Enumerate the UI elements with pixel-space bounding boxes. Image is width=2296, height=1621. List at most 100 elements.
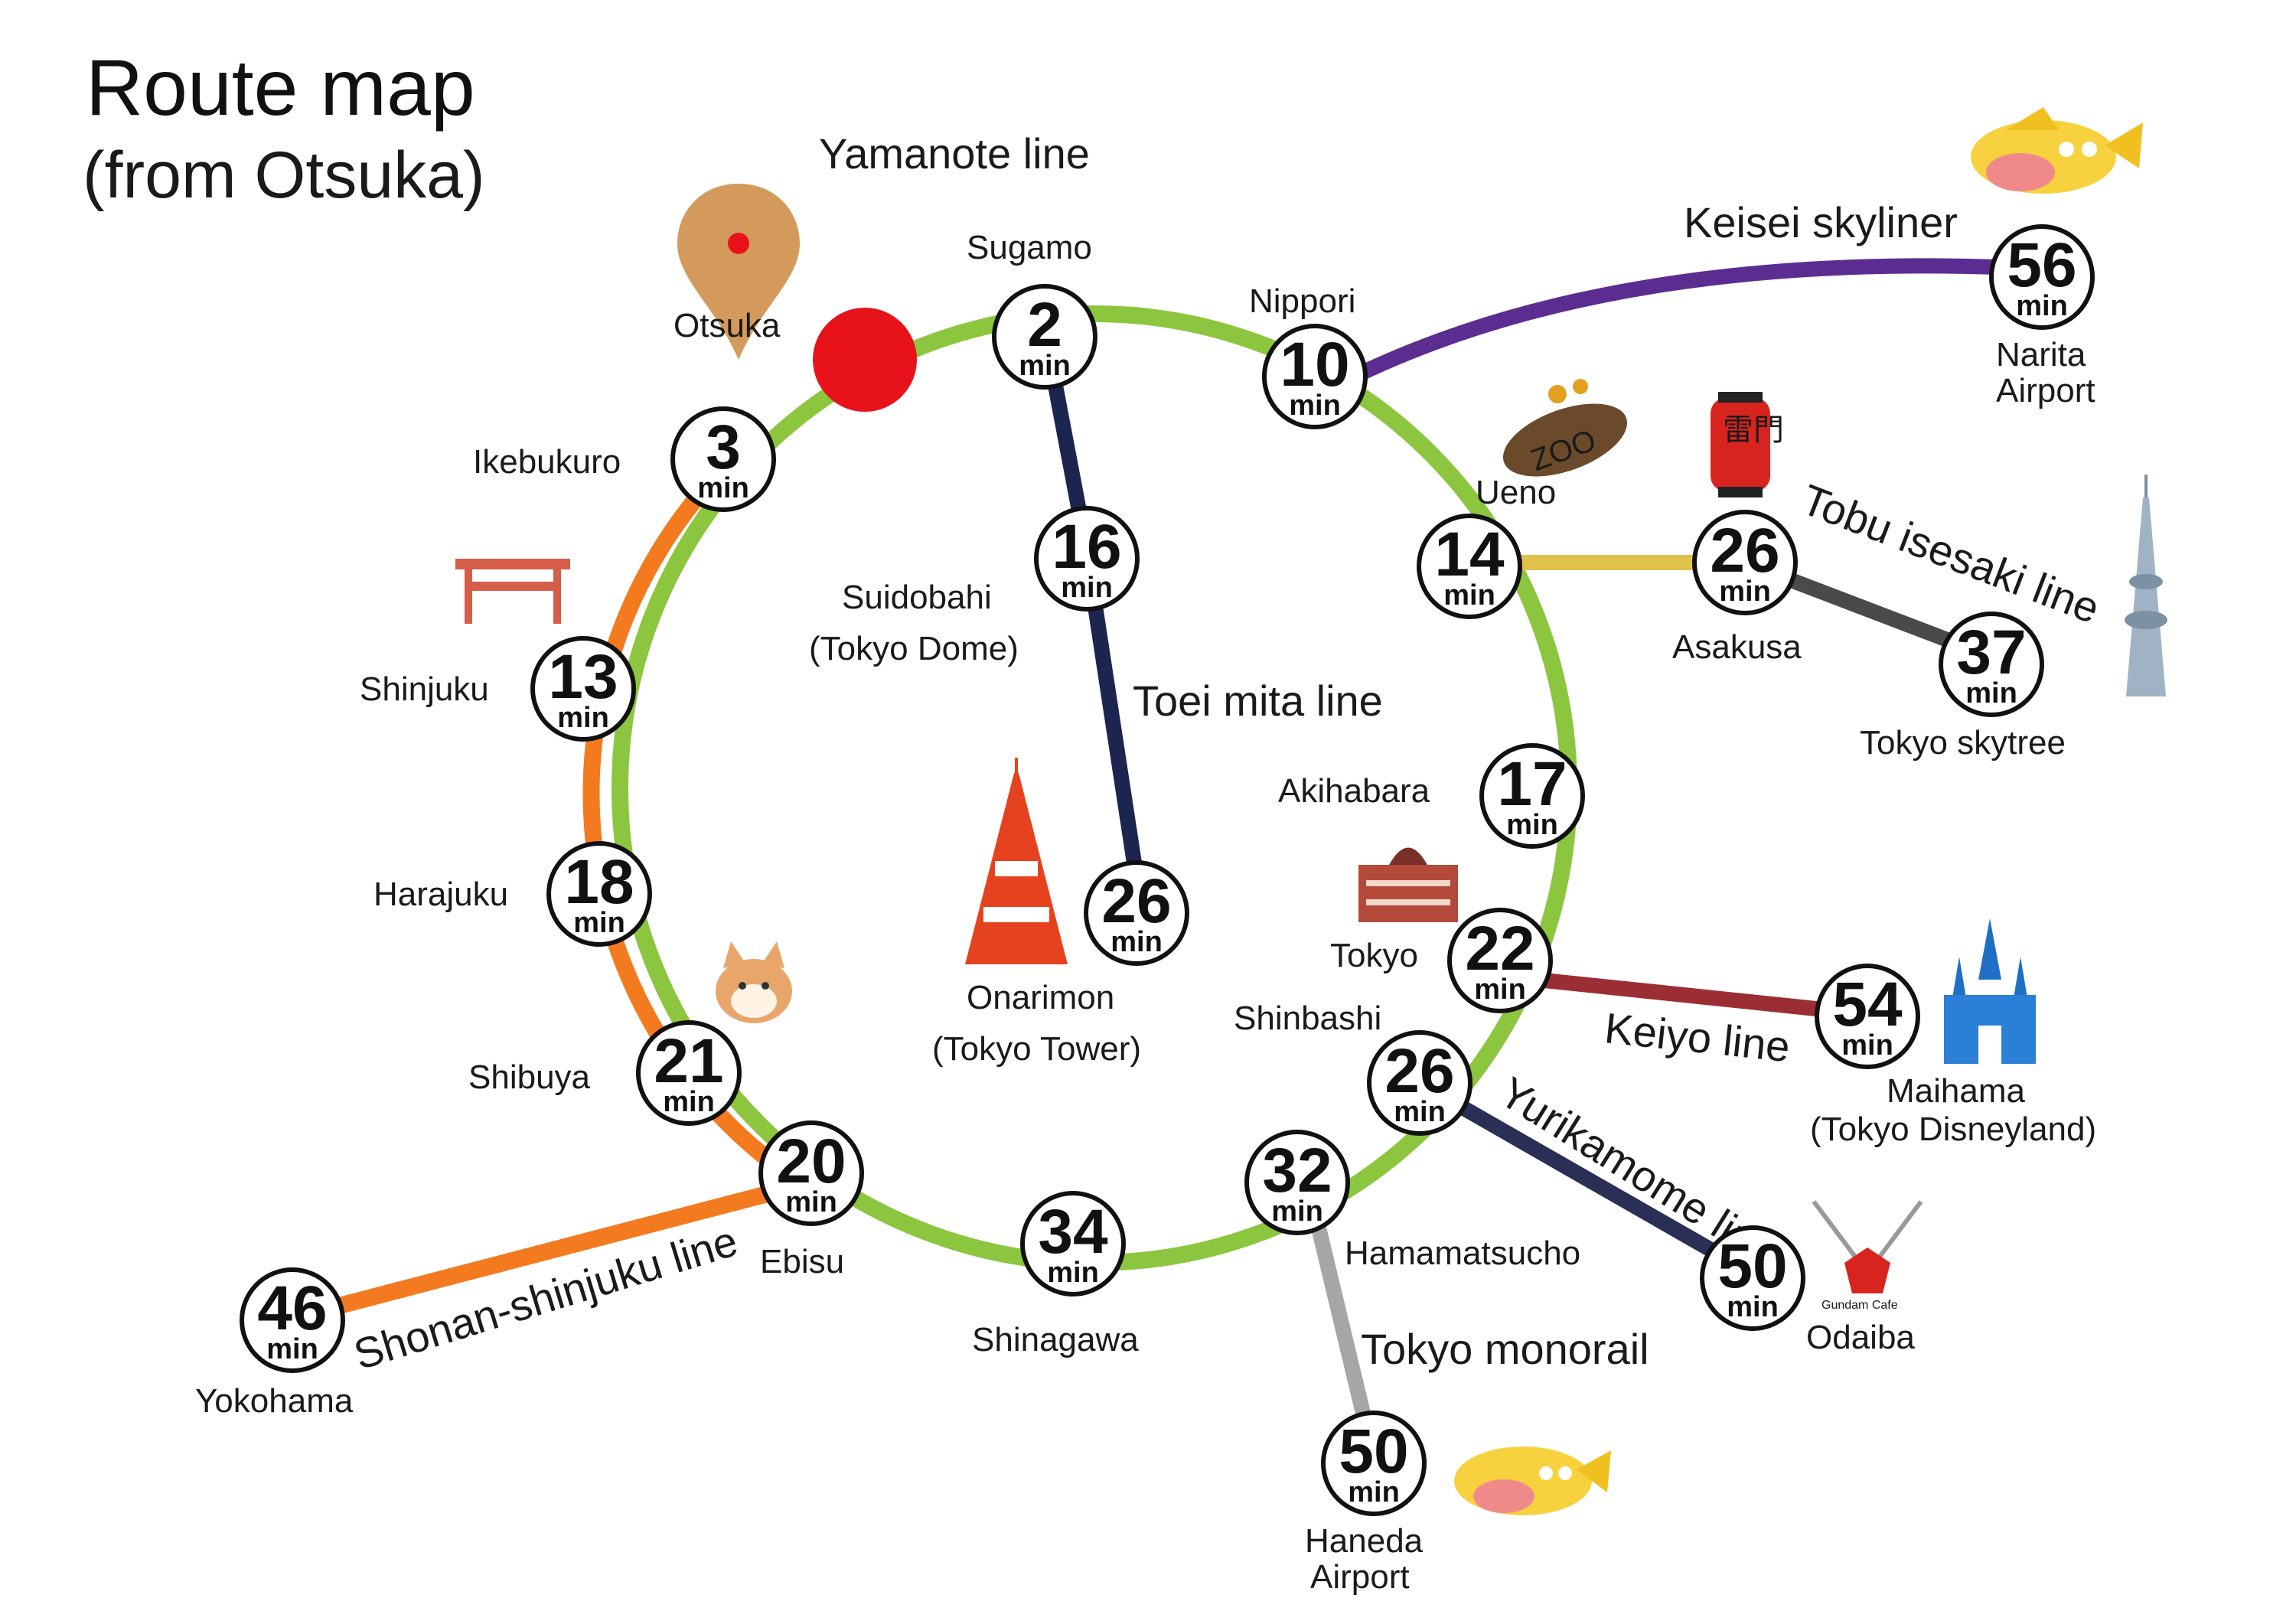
station-name-yokohama: Yokohama [195,1382,354,1420]
station-name-harajuku: Harajuku [373,876,508,913]
keisei-skyliner-line [1316,258,2059,400]
badge-unit: min [1061,572,1113,604]
badge-minutes: 56 [2007,230,2076,300]
badge-ring [1989,224,2095,330]
tobu-isesaki-label: Tobu isesaki line [1795,475,2106,632]
badge-unit: min [1047,1257,1099,1289]
badge-unit: min [1474,974,1526,1006]
badge-minutes: 14 [1434,520,1505,589]
badge-minutes: 46 [257,1274,327,1343]
station-name-haneda: Haneda [1305,1522,1424,1560]
station-name-ueno: Ueno [1476,474,1556,511]
badge-ring [992,284,1097,390]
badge-unit: min [663,1086,715,1118]
station-name-ikebukuro: Ikebukuro [473,443,621,481]
keiyo-line [1499,968,1869,1022]
badge-ring [1692,510,1798,615]
badge-minutes: 26 [1710,516,1779,585]
station-name-akihabara: Akihabara [1278,772,1430,810]
keisei-skyliner-label: Keisei skyliner [1684,198,1958,246]
station-name-suidobashi: Suidobahi [842,579,992,616]
badge-ring [1417,514,1522,619]
map-pin-dot [728,233,749,254]
badge-minutes: 34 [1038,1197,1108,1267]
badge-unit: min [2016,290,2068,322]
badge-minutes: 32 [1262,1136,1332,1205]
badge-ring [1244,1130,1350,1235]
badge-unit: min [697,472,749,504]
badge-unit: min [1841,1029,1893,1062]
station-name-onarimon-sub: (Tokyo Tower) [932,1030,1141,1068]
tokyo-station-icon [1358,847,1458,922]
badge-unit: min [1443,579,1495,612]
dog-icon [716,941,792,1023]
yamanote-line-label: Yamanote line [819,129,1090,178]
badge-ring [1815,964,1920,1069]
skytree-icon [2125,475,2167,696]
badge-unit: min [266,1333,318,1365]
page-subtitle: (from Otsuka) [83,139,485,212]
badge-minutes: 37 [1956,618,2026,687]
station-name-onarimon: Onarimon [967,979,1114,1016]
badge-unit: min [1289,390,1341,422]
station-name-nippori: Nippori [1249,282,1355,320]
badge-unit: min [1506,809,1558,841]
badge-ring [1084,860,1189,966]
badge-ring [1321,1411,1427,1516]
badge-unit: min [1271,1195,1323,1228]
origin-otsuka[interactable]: Otsuka [673,184,917,412]
station-name-sugamo: Sugamo [967,229,1092,266]
shonan-shinjuku-line-yokohama [284,1174,820,1326]
castle-icon [1944,918,2036,1064]
svg-text:雷門: 雷門 [1723,413,1784,447]
badge-minutes: 2 [1027,290,1062,360]
badge-ring [758,1120,864,1226]
map-pin-icon [677,184,800,360]
badge-minutes: 16 [1052,512,1121,582]
badge-minutes: 21 [654,1026,723,1096]
keiyo-line-label: Keiyo line [1603,1003,1792,1071]
badge-ring [1367,1030,1473,1136]
shonan-shinjuku-label: Shonan-shinjuku line [348,1216,743,1378]
badge-unit: min [1019,350,1071,382]
badge-ring [546,841,652,947]
badge-ring [670,406,776,512]
cafe-logo-icon: Gundam Cafe [1812,1200,1923,1312]
badge-minutes: 18 [564,847,634,917]
station-name-haneda-sub: Airport [1310,1558,1410,1596]
badge-unit: min [1719,576,1771,608]
toei-mita-label: Toei mita line [1133,677,1383,725]
yurikamome-line [1416,1076,1764,1285]
badge-minutes: 13 [548,642,618,712]
station-name-hamamatsucho: Hamamatsucho [1345,1235,1580,1272]
station-name-odaiba: Odaiba [1806,1319,1915,1356]
badge-unit: min [573,907,625,939]
badge-ring [1020,1191,1126,1296]
origin-marker [813,308,917,412]
badge-unit: min [557,702,609,734]
svg-text:Gundam Cafe: Gundam Cafe [1821,1299,1898,1312]
